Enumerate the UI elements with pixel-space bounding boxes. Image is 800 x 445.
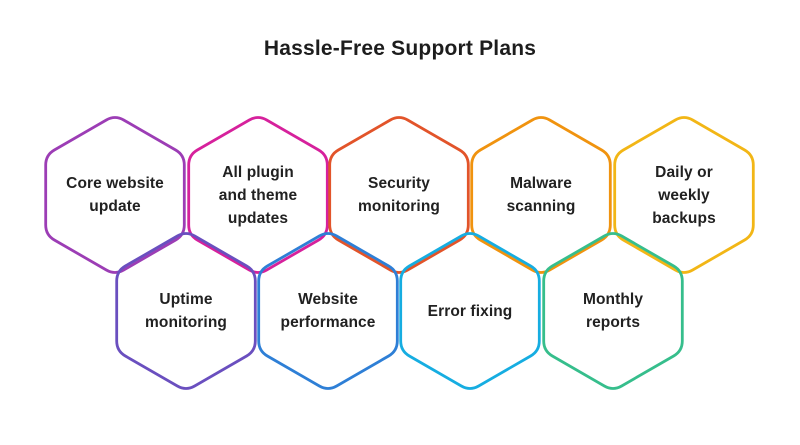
hexagon-outline [257, 232, 399, 390]
hexagon-label: Error fixing [427, 302, 513, 320]
hexagon-monthly-reports: Monthly reports [541, 228, 685, 394]
hexagon-label: Uptime monitoring [145, 291, 227, 331]
hexagon-malware-scanning: Malware scanning [469, 112, 613, 278]
hexagon-label: Malware scanning [506, 175, 576, 215]
hexagon-shape [399, 232, 541, 390]
hexagon-outline [187, 116, 329, 274]
hexagon-outline [613, 116, 755, 274]
page-title: Hassle-Free Support Plans [263, 37, 537, 60]
hexagon-outline [470, 116, 612, 274]
hexagon-website-performance: Website performance [256, 228, 400, 394]
hexagon-shape [328, 116, 470, 274]
hexagon-label: Core website update [66, 175, 164, 215]
hexagon-outline [328, 116, 470, 274]
hexagon-shape [257, 232, 399, 390]
hexagon-label: Security monitoring [358, 175, 440, 215]
hexagon-shape [187, 116, 329, 274]
hexagon-shape [44, 116, 186, 274]
hexagon-label: Website performance [280, 291, 376, 331]
hexagon-outline [44, 116, 186, 274]
hexagon-shape [542, 232, 684, 390]
hexagon-outline [115, 232, 257, 390]
hexagon-security-monitoring: Security monitoring [327, 112, 471, 278]
hexagon-daily-weekly-backups: Daily or weekly backups [612, 112, 756, 278]
hexagon-core-website-update: Core website update [43, 112, 187, 278]
hexagon-plugin-theme-updates: All plugin and theme updates [186, 112, 330, 278]
hexagon-shape [613, 116, 755, 274]
hexagon-uptime-monitoring: Uptime monitoring [114, 228, 258, 394]
hexagon-label: All plugin and theme updates [218, 163, 298, 227]
hexagon-label: Daily or weekly backups [652, 163, 716, 227]
hexagon-error-fixing: Error fixing [398, 228, 542, 394]
hexagon-shape [470, 116, 612, 274]
hexagon-outline [542, 232, 684, 390]
hexagon-outline [399, 232, 541, 390]
hexagon-label: Monthly reports [582, 291, 644, 331]
hexagon-shape [115, 232, 257, 390]
